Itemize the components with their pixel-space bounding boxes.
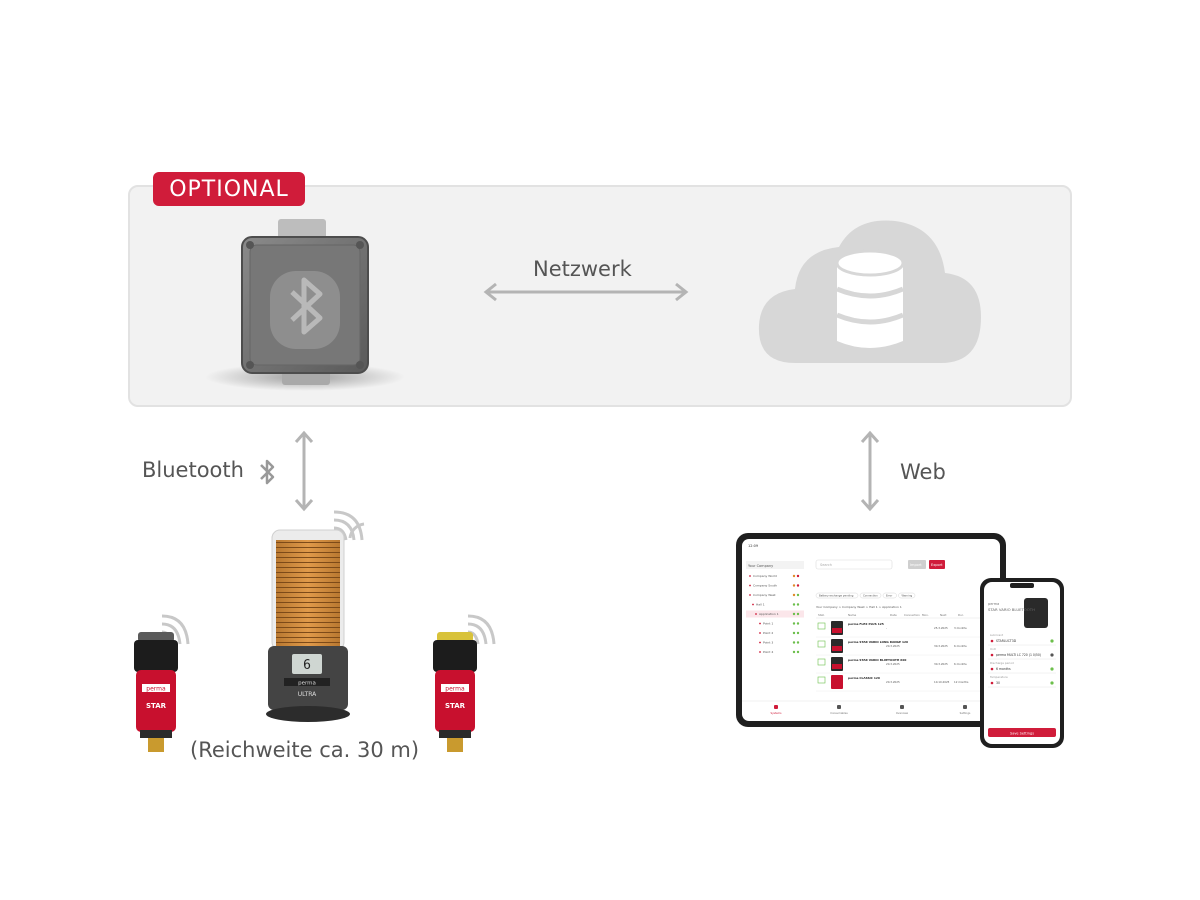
table-row: perma STAR VARIO LONG RANGE 12020.3.2025…: [816, 639, 998, 656]
tablet-breadcrumb: Your Company > Company West > Hall 1 > A…: [816, 605, 902, 609]
field-label: Discharge period: [990, 661, 1014, 665]
column-header: Mon.: [922, 613, 929, 617]
model-label: ULTRA: [298, 691, 317, 698]
model-label: STAR: [445, 702, 466, 710]
phone-title: STAR VARIO BLUETOOTH: [988, 607, 1035, 612]
tablet-tabbar: Systems Consumables Overview Settings: [770, 705, 971, 715]
tablet-import: Import: [910, 563, 922, 567]
field-value: STARLUCT3D: [996, 639, 1017, 643]
row-name: perma STAR VARIO BLUETOOTH 600: [848, 658, 906, 662]
web-label: Web: [900, 460, 946, 484]
filter-chip: Error: [886, 594, 893, 598]
bluetooth-icon: [260, 459, 275, 485]
tab-item: Settings: [960, 711, 971, 715]
field-value: 6 months: [996, 667, 1011, 671]
tab-item: Overview: [896, 711, 909, 715]
web-arrow: [860, 430, 880, 512]
save-settings-label: Save Settings: [1010, 731, 1034, 735]
row-date: 20.3.2025: [886, 662, 900, 666]
row-next: 30.3.2025: [934, 644, 948, 648]
filter-chip: Battery exchange pending: [819, 594, 854, 598]
phone: perma STAR VARIO BLUETOOTH LubricantSTAR…: [980, 578, 1064, 748]
column-header: Dur.: [958, 613, 964, 617]
optional-badge: OPTIONAL: [153, 172, 305, 206]
tree-item: Company South: [753, 584, 777, 588]
row-duration: 6 months: [954, 662, 967, 666]
cloud-icon: [758, 220, 981, 363]
bluetooth-icon: [290, 277, 323, 335]
column-header: Name: [848, 613, 857, 617]
tablet-filters: Battery exchange pending Connection Error W…: [815, 592, 916, 599]
table-row: perma CLASSIC 120 20.3.2025 10.10.2025 12 m…: [816, 675, 998, 692]
row-date: 20.3.2025: [886, 680, 900, 684]
field-label: Lubricant: [990, 633, 1004, 637]
save-settings-button[interactable]: [988, 728, 1056, 737]
field-label: Unit: [990, 647, 997, 651]
bluetooth-gateway: [205, 219, 405, 391]
bluetooth-arrow: [294, 430, 314, 512]
brand-label: perma: [445, 686, 465, 693]
filter-chip: Connection: [863, 594, 878, 598]
field-label: Temperature: [989, 675, 1008, 679]
model-label: STAR: [146, 702, 167, 710]
field-value: perma MULTI LC 720 (1 0/50): [996, 653, 1041, 657]
filter-chip: Warning: [902, 594, 913, 598]
network-label: Netzwerk: [533, 257, 632, 281]
tablet-search: Search: [820, 563, 832, 567]
tablet-time: 12:09: [748, 544, 758, 548]
row-date: -: [886, 626, 887, 630]
display-value: 6: [303, 658, 311, 673]
network-arrow: [483, 282, 689, 302]
range-label: (Reichweite ca. 30 m): [190, 738, 420, 762]
field-value: 30: [996, 681, 1000, 685]
tablet: 12:09 Your Company Search Import Export …: [736, 533, 1006, 727]
column-header: Next: [940, 613, 947, 617]
column-header: Stat.: [818, 613, 825, 617]
row-duration: 6 months: [954, 644, 967, 648]
tablet-selector: Your Company: [748, 564, 773, 568]
row-duration: 12 months: [954, 680, 969, 684]
lubricator-star-right: perma STAR: [433, 632, 477, 752]
tab-item: Consumables: [830, 711, 848, 715]
row-next: 10.10.2025: [934, 680, 950, 684]
brand-label: perma: [146, 686, 166, 693]
tree-item: Hall 1: [756, 603, 765, 607]
tree-item: Point 3: [763, 641, 773, 645]
row-next: 30.3.2025: [934, 662, 948, 666]
row-name: perma STAR VARIO LONG RANGE 120: [848, 640, 908, 644]
bluetooth-label: Bluetooth: [142, 458, 244, 482]
brand-label: perma: [298, 681, 316, 687]
row-date: 20.3.2025: [886, 644, 900, 648]
database-icon: [835, 249, 905, 348]
row-duration: 3 months: [954, 626, 967, 630]
column-header: Connection: [904, 613, 920, 617]
tree-item: Company World: [753, 574, 777, 578]
column-header: Date: [890, 613, 897, 617]
tree-item: Point 2: [763, 631, 773, 635]
tree-item: Point 1: [763, 622, 773, 626]
tab-item: Systems: [770, 711, 782, 715]
tree-item: Application 1: [759, 612, 779, 616]
tablet-export: Export: [931, 563, 943, 567]
phone-brand: perma: [988, 602, 999, 606]
tree-item: Company West: [753, 593, 776, 597]
lubricator-star-left: perma STAR: [134, 632, 178, 752]
table-row: perma FLEX PLUS 125- 25.3.2025 3 months: [816, 621, 998, 638]
row-name: perma CLASSIC 120: [848, 676, 880, 680]
row-name: perma FLEX PLUS 125: [848, 622, 884, 626]
row-next: 25.3.2025: [934, 626, 948, 630]
tree-item: Point 4: [763, 650, 773, 654]
lubricator-ultra: 6 perma ULTRA: [266, 529, 350, 722]
wifi-signal-icon: [333, 510, 365, 541]
